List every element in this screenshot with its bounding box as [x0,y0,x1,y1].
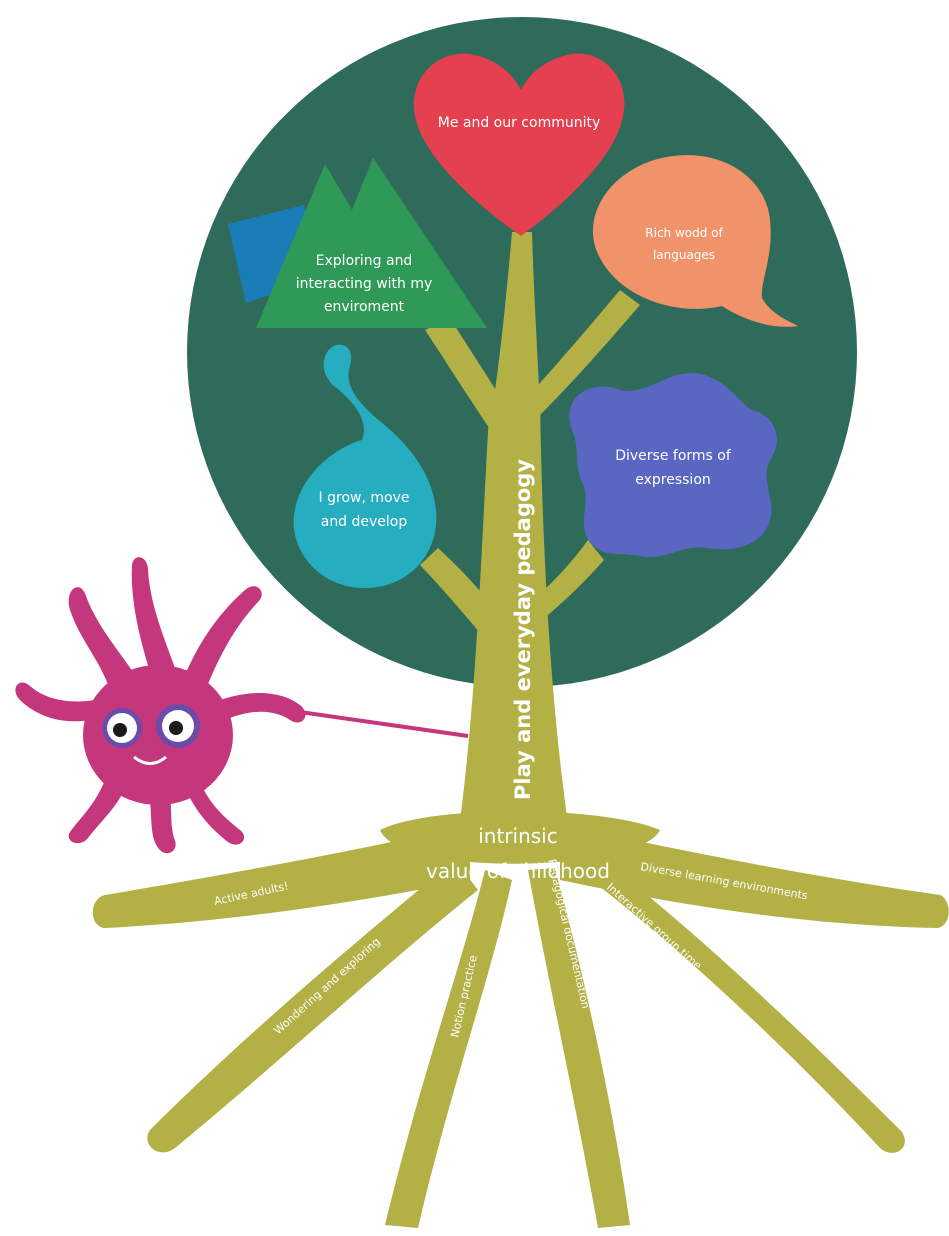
mascot-leg-left [68,780,126,844]
mascot-arm-top-left [68,587,136,690]
expression-label-line2: expression [635,472,711,488]
mascot-arm-top-center [131,557,175,672]
root-center-right [528,868,630,1228]
branch-left [425,318,505,432]
mascot-arm-top-right [185,586,262,684]
trunk-label: Play and everyday pedagogy [511,459,535,800]
pink-star-mascot-icon [15,557,469,854]
speech-bubble-icon [592,155,798,327]
root-right-horizontal [560,825,949,928]
languages-label-line1: Rich wodd of [645,226,723,240]
root-label-wondering: Wondering and exploring [271,935,382,1037]
trunk [456,400,572,850]
roots [92,811,949,1228]
grow-label-line2: and develop [321,514,408,530]
mascot-arm-left [15,682,95,722]
heart-icon [413,53,625,236]
root-left-diagonal [147,860,478,1153]
mascot-leg-bottom [150,796,176,854]
mascot-pointer-stick [299,710,469,738]
branch-lower-right [540,540,604,622]
grow-label-line1: I grow, move [319,490,410,506]
environment-label-line3: enviroment [324,299,405,315]
root-left-horizontal [92,825,471,928]
mascot-pupil-left [113,723,127,737]
trunk-and-branches [420,232,640,850]
branch-lower-left [420,548,494,640]
branch-center [492,232,540,410]
blob-icon [569,373,777,558]
drop-icon [293,344,437,588]
heart-label: Me and our community [438,115,601,131]
root-center-left [385,870,512,1228]
environment-label-line1: Exploring and [316,253,413,269]
core-label-line2: value of childhood [426,859,610,883]
environment-label-line2: interacting with my [296,276,433,292]
mascot-pupil-right [169,721,183,735]
mascot-leg-right [185,782,245,845]
branch-right [532,290,640,415]
mascot-arm-right [220,693,306,723]
root-right-diagonal [565,850,905,1153]
mascot-mouth [133,755,167,765]
expression-label-line1: Diverse forms of [615,448,732,464]
core-label-line1: intrinsic [478,824,558,848]
languages-label-line2: languages [653,248,715,262]
mountain-icon [256,158,487,328]
